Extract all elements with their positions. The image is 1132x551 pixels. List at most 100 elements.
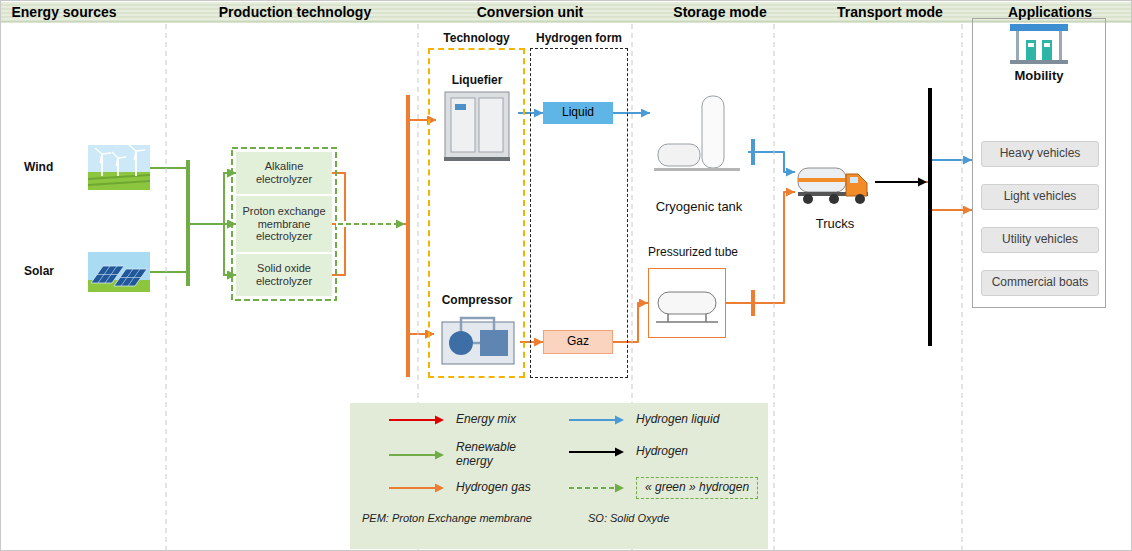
line-backing: [875, 179, 921, 185]
group-outline: [428, 48, 525, 378]
legend-line-sample: [388, 482, 444, 494]
fuel-pump: [1026, 40, 1036, 60]
legend-line: [569, 419, 616, 421]
turbine-blades: [95, 145, 145, 166]
compressor-block: [480, 330, 508, 356]
column-heading: Applications: [980, 4, 1120, 20]
tube-frame: [648, 268, 726, 338]
electrolyzer-box: Proton exchange membrane electrolyzer: [236, 196, 332, 252]
sky: [88, 145, 150, 190]
green-hydrogen-arrow-head: [396, 220, 405, 229]
cryogenic-tank-picture: [654, 96, 740, 171]
column-heading: Production technology: [195, 4, 395, 20]
node-text: Solar: [20, 265, 54, 279]
gas-junction-bar: [751, 290, 755, 316]
node-text: Compressor: [442, 294, 513, 308]
column-separators: [166, 24, 962, 551]
horizontal-tank: [658, 144, 700, 166]
tank-stripe: [798, 178, 846, 182]
column-separator: [166, 24, 167, 551]
legend-arrow-head: [615, 483, 624, 492]
node-text: Mobility: [1014, 69, 1063, 84]
legend-line: [389, 419, 436, 421]
display: [455, 104, 466, 110]
station-column: [1016, 31, 1019, 60]
pump-screen: [1028, 43, 1034, 47]
legend-line-sample: [568, 446, 624, 458]
cabinet: [445, 92, 509, 158]
tube: [658, 292, 716, 314]
hydrogen-form-group: Hydrogen formLiquidGaz: [530, 32, 628, 378]
pressurized-tube-picture: [656, 292, 718, 322]
hydrogen-arrow-head: [918, 178, 927, 187]
electrolyzer-box: Alkaline electrolyzer: [236, 152, 332, 194]
flow-arrow: [332, 120, 436, 224]
flow-arrow: [332, 224, 434, 334]
field-rows: [88, 175, 150, 185]
flow-arrow: [150, 168, 236, 275]
compressor-unit: Compressor: [434, 294, 520, 374]
pump-screen: [1044, 43, 1050, 47]
node-text: Liquefier: [452, 74, 503, 88]
flow-arrow: [748, 152, 795, 172]
abbreviation-note: SO: Solid Oxyde: [588, 512, 758, 525]
flow-arrow: [613, 303, 648, 342]
legend-text: Hydrogen liquid: [636, 413, 719, 427]
column-heading: Storage mode: [650, 4, 790, 20]
flow-arrow: [332, 120, 436, 275]
truck-tank: [798, 168, 846, 192]
legend-line-sample: [388, 414, 444, 426]
flow-arrow: [332, 173, 434, 334]
vehicle-box: Commercial boats: [981, 270, 1099, 296]
compressor-picture: [442, 318, 514, 364]
legend-text: Energy mix: [456, 413, 516, 427]
flow-arrow: [332, 120, 436, 224]
vehicle-box: Light vehicles: [981, 184, 1099, 210]
node-text: Light vehicles: [1004, 190, 1077, 204]
fuel-station-picture: [1010, 24, 1068, 64]
legend-entry: Hydrogen gas: [388, 481, 531, 495]
flow-arrow: [150, 224, 236, 275]
legend-entry: Hydrogen liquid: [568, 413, 719, 427]
legend-text: « green » hydrogen: [636, 477, 758, 499]
wheel: [829, 194, 839, 204]
node-text: Technology: [443, 32, 509, 46]
hydrogen-bar: [928, 88, 932, 346]
station-column: [1059, 31, 1062, 60]
node-text: Utility vehicles: [1002, 233, 1078, 247]
liquefier-unit: Liquefier: [436, 74, 518, 166]
applications-panel: MobilityHeavy vehiclesLight vehiclesUtil…: [972, 18, 1106, 308]
node-text: Commercial boats: [992, 276, 1089, 290]
flow-arrow: [875, 160, 972, 182]
node-text: Gaz: [567, 335, 589, 349]
truck-cab: [846, 174, 867, 196]
column-separator: [774, 24, 775, 551]
flow-arrow: [332, 224, 434, 334]
cabinet-door: [451, 98, 475, 152]
hydrogen-arrow: [875, 181, 920, 183]
base: [444, 157, 510, 161]
panel-grid: [97, 266, 141, 286]
flow-arrow: [875, 182, 972, 210]
vertical-tank: [702, 96, 724, 168]
node-text: Trucks: [816, 217, 855, 232]
green-hydrogen-outline: [232, 148, 336, 300]
column-heading: Transport mode: [810, 4, 970, 20]
legend-line-sample: [388, 449, 444, 461]
pipes: [461, 318, 494, 343]
fuel-pump: [1042, 40, 1052, 60]
solar-farm-picture: [88, 252, 150, 292]
header-stripes: [1, 2, 1131, 22]
node-text: Heavy vehicles: [1000, 147, 1081, 161]
legend-line: [569, 487, 616, 489]
energy-source-node: Solar: [20, 250, 150, 294]
flow-arrow: [613, 112, 650, 114]
field: [88, 172, 150, 190]
legend-box: Energy mix Hydrogen liquidRenewable energ…: [350, 403, 768, 549]
cryogenic-tank-node: Cryogenic tank: [650, 90, 748, 215]
motor: [449, 331, 473, 355]
legend-entry: Renewable energy: [388, 441, 528, 469]
vehicle-box: Utility vehicles: [981, 227, 1099, 253]
station-base: [1010, 60, 1068, 64]
